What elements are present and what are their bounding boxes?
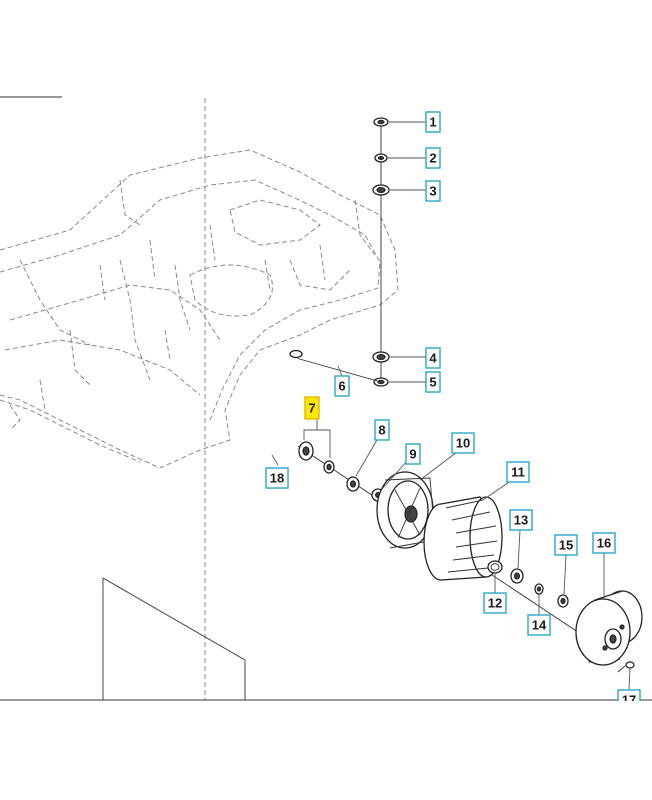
callout-6: 6 — [334, 375, 350, 397]
bearing-7 — [298, 441, 335, 474]
svg-text:1: 1 — [429, 115, 436, 130]
callout-16: 16 — [592, 532, 616, 554]
callout-7: 7 — [304, 396, 320, 420]
svg-text:15: 15 — [559, 538, 573, 553]
svg-text:10: 10 — [456, 436, 470, 451]
svg-text:18: 18 — [270, 471, 284, 486]
svg-text:12: 12 — [488, 596, 502, 611]
callout-9: 9 — [405, 443, 421, 465]
wheel-cover-16 — [575, 590, 643, 666]
bearing-15 — [557, 594, 569, 608]
plate-outline — [102, 577, 246, 700]
leader-lines — [271, 121, 631, 691]
callout-15: 15 — [554, 534, 578, 556]
axle-rod-18 — [256, 349, 303, 450]
svg-text:6: 6 — [338, 379, 345, 394]
svg-text:4: 4 — [429, 351, 437, 366]
nut-2 — [374, 153, 388, 163]
svg-text:9: 9 — [409, 447, 416, 462]
bearing-3 — [372, 184, 390, 196]
bearing-13 — [510, 568, 524, 584]
svg-text:2: 2 — [429, 151, 436, 166]
svg-text:8: 8 — [378, 423, 385, 438]
callout-3: 3 — [425, 180, 441, 202]
callout-12: 12 — [483, 592, 507, 614]
callout-4: 4 — [425, 347, 441, 369]
svg-text:13: 13 — [514, 513, 528, 528]
callout-2: 2 — [425, 147, 441, 169]
svg-text:11: 11 — [511, 465, 525, 480]
arm-axis-line — [295, 357, 382, 383]
svg-text:14: 14 — [532, 618, 547, 633]
callout-1: 1 — [425, 111, 441, 133]
callout-5: 5 — [425, 371, 441, 393]
chassis-outline — [0, 149, 399, 469]
callout-13: 13 — [509, 509, 533, 531]
washer-14 — [534, 583, 544, 595]
svg-text:16: 16 — [597, 536, 611, 551]
svg-text:7: 7 — [308, 401, 315, 416]
washer-1 — [373, 117, 389, 127]
callout-8: 8 — [374, 419, 390, 441]
bearing-4 — [372, 351, 390, 363]
screw-17 — [617, 661, 635, 673]
ring-12 — [487, 560, 503, 574]
callout-14: 14 — [527, 614, 551, 636]
callout-18: 18 — [265, 467, 289, 489]
page-bottom-blank — [0, 701, 652, 800]
wheel-11 — [423, 496, 503, 581]
svg-text:5: 5 — [429, 375, 436, 390]
callout-11: 11 — [506, 461, 530, 483]
callout-10: 10 — [451, 432, 475, 454]
svg-text:3: 3 — [429, 184, 436, 199]
washer-8 — [346, 476, 360, 492]
